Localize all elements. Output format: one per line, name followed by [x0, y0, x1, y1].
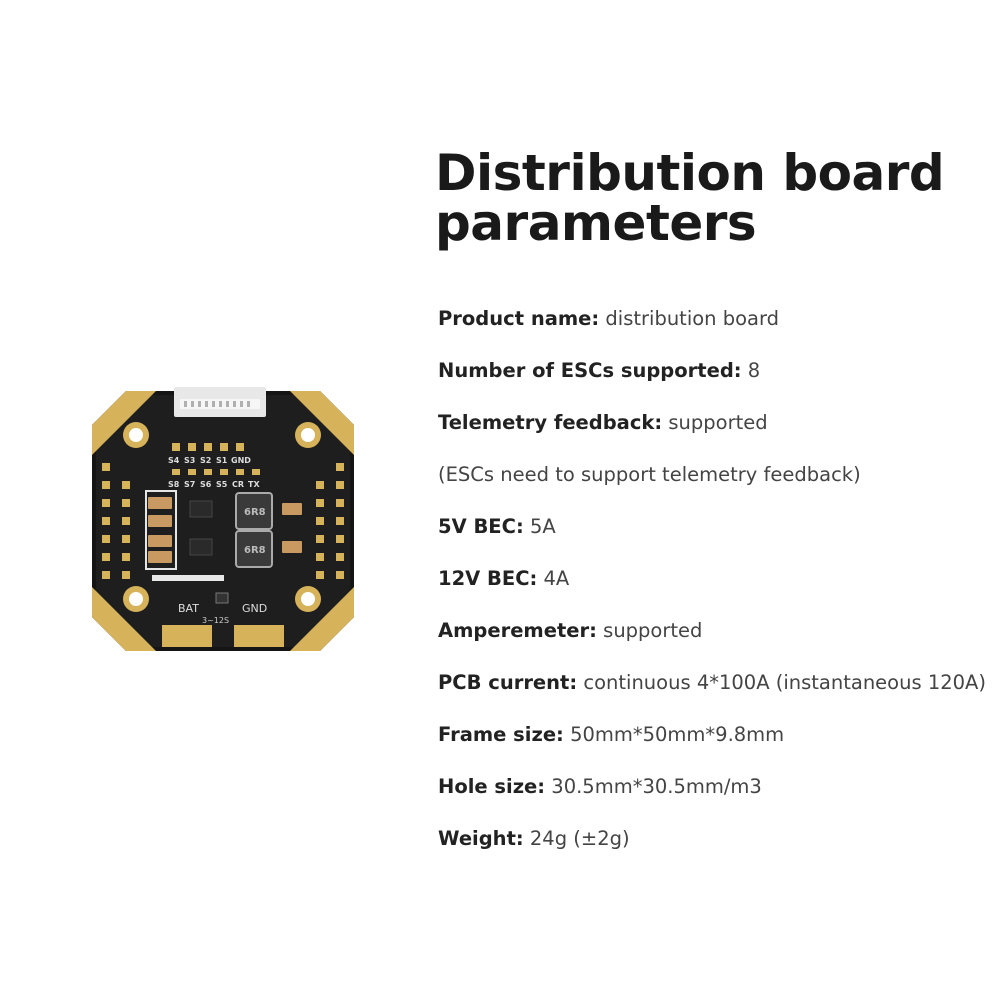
param-value: supported [603, 619, 703, 642]
board-label-s2: S2 [200, 456, 211, 465]
mid-pad-labels: S8 S7 S6 S5 CR TX [168, 480, 260, 489]
param-frame-size: Frame size: 50mm*50mm*9.8mm [438, 720, 998, 772]
board-label-s3: S3 [184, 456, 195, 465]
param-key: Hole size: [438, 775, 546, 798]
corner-pad-bl [92, 587, 156, 651]
parameter-list: Product name: distribution board Number … [438, 304, 998, 876]
ic-chip-2 [189, 538, 213, 556]
gnd-pad [234, 625, 284, 647]
board-label-s4: S4 [168, 456, 180, 465]
capacitors [148, 497, 302, 563]
param-12v-bec: 12V BEC: 4A [438, 564, 998, 616]
param-key: Amperemeter: [438, 619, 597, 642]
board-label-s5: S5 [216, 480, 228, 489]
title-line-2: parameters [435, 194, 757, 252]
param-hole-size: Hole size: 30.5mm*30.5mm/m3 [438, 772, 998, 824]
board-label-s1: S1 [216, 456, 228, 465]
param-key: 12V BEC: [438, 567, 538, 590]
param-value: 24g (±2g) [529, 827, 630, 850]
param-weight: Weight: 24g (±2g) [438, 824, 998, 876]
param-key: PCB current: [438, 671, 578, 694]
corner-pad-tr [290, 391, 354, 455]
board-label-tx: TX [248, 480, 260, 489]
board-label-cr: CR [232, 480, 244, 489]
param-value: 5A [529, 515, 556, 538]
board-label-s8: S8 [168, 480, 180, 489]
param-note: (ESCs need to support telemetry feedback… [438, 463, 861, 486]
param-value: 4A [543, 567, 570, 590]
param-value: 30.5mm*30.5mm/m3 [551, 775, 762, 798]
mounting-holes [123, 422, 321, 612]
param-key: Frame size: [438, 723, 564, 746]
board-label-s7: S7 [184, 480, 195, 489]
bat-pad [162, 625, 212, 647]
pcb-illustration: S4 S3 S2 S1 GND S8 S7 S6 S5 CR TX [92, 387, 354, 651]
param-value: continuous 4*100A (instantaneous 120A) [583, 671, 986, 694]
board-label-s6: S6 [200, 480, 212, 489]
gnd-label: GND [242, 602, 267, 615]
inductor-2 [235, 530, 273, 568]
param-5v-bec: 5V BEC: 5A [438, 512, 998, 564]
param-key: 5V BEC: [438, 515, 524, 538]
voltage-label: 3~12S [202, 616, 229, 625]
param-key: Telemetry feedback: [438, 411, 663, 434]
silk-bar [152, 575, 224, 581]
inductor-2-label: 6R8 [244, 545, 266, 556]
bat-label: BAT [178, 602, 199, 615]
ic-chip-1 [189, 500, 213, 518]
param-key: Weight: [438, 827, 524, 850]
inductor-1-label: 6R8 [244, 507, 266, 518]
param-key: Number of ESCs supported: [438, 359, 742, 382]
param-telemetry: Telemetry feedback: supported [438, 408, 998, 460]
top-pad-labels: S4 S3 S2 S1 GND [168, 456, 251, 465]
param-esc-count: Number of ESCs supported: 8 [438, 356, 998, 408]
inductor-1 [235, 492, 273, 530]
param-pcb-current: PCB current: continuous 4*100A (instanta… [438, 668, 998, 720]
param-value: 50mm*50mm*9.8mm [570, 723, 785, 746]
corner-pad-br [290, 587, 354, 651]
param-value: supported [668, 411, 768, 434]
param-value: 8 [747, 359, 761, 382]
corner-pad-tl [92, 391, 156, 455]
distribution-board-image: S4 S3 S2 S1 GND S8 S7 S6 S5 CR TX [86, 385, 360, 655]
param-amperemeter: Amperemeter: supported [438, 616, 998, 668]
param-telemetry-note: (ESCs need to support telemetry feedback… [438, 460, 998, 512]
title-line-1: Distribution board [435, 144, 945, 202]
param-product-name: Product name: distribution board [438, 304, 998, 356]
side-pad-columns [102, 463, 344, 579]
current-sensor [215, 592, 229, 604]
page-title: Distribution board parameters [435, 148, 975, 248]
top-pad-row [172, 443, 244, 451]
param-key: Product name: [438, 307, 600, 330]
param-value: distribution board [605, 307, 780, 330]
board-label-gnd-top: GND [231, 456, 251, 465]
